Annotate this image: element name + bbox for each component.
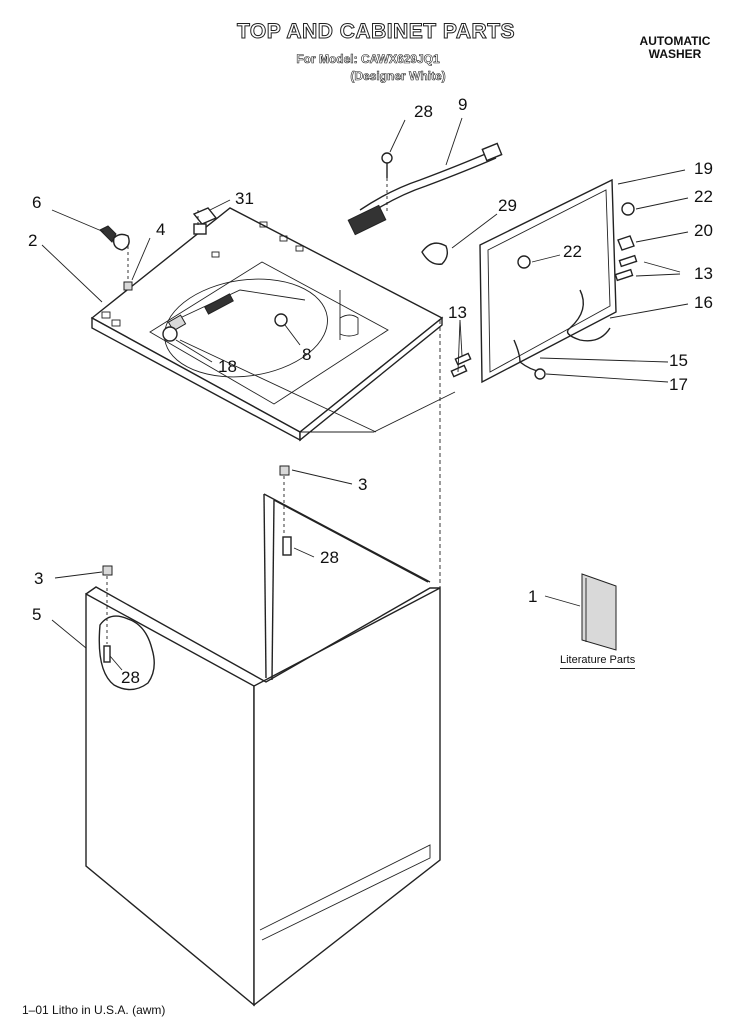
appliance-type: AUTOMATIC WASHER: [630, 35, 720, 61]
callout-13-right: 13: [694, 264, 713, 283]
model-color: (Designer White): [350, 69, 446, 84]
callout-17: 17: [669, 375, 688, 394]
appliance-type-line1: AUTOMATIC: [639, 34, 711, 48]
callout-20: 20: [694, 221, 713, 240]
leader-lines: [41, 117, 689, 671]
callout-3-top: 3: [358, 475, 367, 494]
litho-footer: 1–01 Litho in U.S.A. (awm): [22, 1003, 166, 1017]
diagram-title: TOP AND CABINET PARTS: [236, 20, 516, 44]
callout-5: 5: [32, 605, 41, 624]
console-panel: [479, 178, 617, 384]
appliance-type-line2: WASHER: [648, 47, 702, 61]
callout-3-left: 3: [34, 569, 43, 588]
callout-8: 8: [302, 345, 311, 364]
callout-22-console: 22: [563, 242, 582, 261]
callout-19: 19: [694, 159, 713, 178]
callout-22-right: 22: [694, 187, 713, 206]
callout-18: 18: [218, 357, 237, 376]
callout-28-top: 28: [414, 102, 433, 121]
callout-13-left: 13: [448, 303, 467, 322]
callout-31: 31: [235, 189, 254, 208]
callout-16: 16: [694, 293, 713, 312]
callout-15: 15: [669, 351, 688, 370]
callout-28-cabinet: 28: [121, 668, 140, 687]
literature-parts-label: Literature Parts: [560, 654, 636, 669]
model-number: For Model: CAWX629JQ1: [296, 52, 440, 67]
callout-2: 2: [28, 231, 37, 250]
callout-29: 29: [498, 196, 517, 215]
callout-9: 9: [458, 95, 467, 114]
callout-1: 1: [528, 587, 537, 606]
callout-4: 4: [156, 220, 165, 239]
wire-harness: [347, 142, 503, 236]
callout-28-mid: 28: [320, 548, 339, 567]
cabinet: [85, 493, 441, 1007]
callout-6: 6: [32, 193, 41, 212]
washer-top-panel: [90, 207, 444, 442]
literature-booklet: [581, 573, 617, 651]
small-parts: [99, 152, 638, 663]
